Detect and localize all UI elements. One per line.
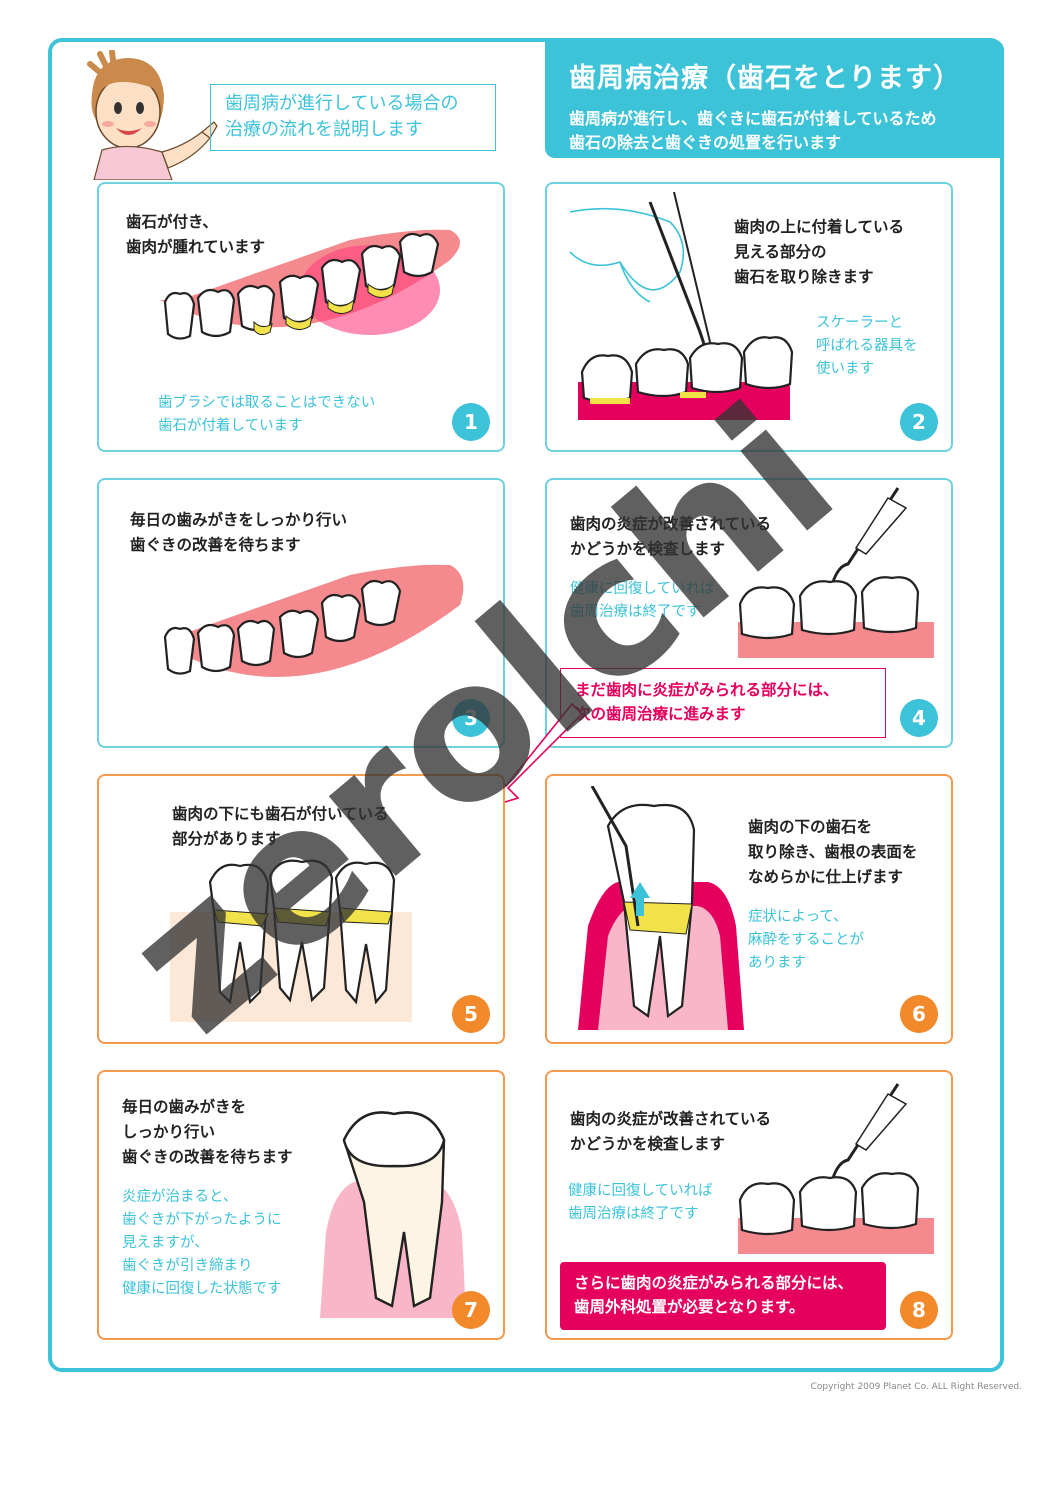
step-1-text: 歯石が付き、 歯肉が腫れています	[126, 213, 266, 256]
step-6-number: 6	[900, 995, 938, 1033]
healthy-teeth-illustration	[163, 564, 464, 677]
intro-box: 歯周病が進行している場合の 治療の流れを説明します	[210, 84, 496, 151]
step-3-number: 3	[452, 699, 490, 737]
step-6-note: 症状によって、 麻酔をすることが あります	[748, 909, 864, 971]
step-8-callout: さらに歯肉の炎症がみられる部分には、 歯周外科処置が必要となります。	[560, 1262, 886, 1330]
step-8-text: 歯肉の炎症が改善されている かどうかを検査します	[570, 1110, 772, 1153]
scaler-instrument-icon	[569, 192, 794, 420]
step-1-note: 歯ブラシでは取ることはできない 歯石が付着しています	[158, 395, 376, 434]
step-7-text: 毎日の歯みがきを しっかり行い 歯ぐきの改善を待ちます	[122, 1098, 293, 1166]
step-2-text: 歯肉の上に付着している 見える部分の 歯石を取り除きます	[734, 218, 905, 286]
subgingival-tartar-illustration	[170, 859, 412, 1022]
root-planing-illustration	[578, 786, 744, 1030]
probe-instrument-icon	[738, 487, 934, 658]
step-2-number: 2	[900, 403, 938, 441]
page-frame	[48, 38, 1004, 1372]
teeth-with-tartar-illustration	[160, 229, 460, 340]
step-1-number: 1	[452, 403, 490, 441]
step-2-note: スケーラーと 呼ばれる器具を 使います	[816, 315, 918, 377]
step-4-text: 歯肉の炎症が改善されている かどうかを検査します	[570, 515, 772, 558]
step-5-number: 5	[452, 995, 490, 1033]
intro-line1: 歯周病が進行している場合の	[225, 93, 459, 114]
nurse-avatar-icon	[87, 50, 218, 180]
step-3-text: 毎日の歯みがきをしっかり行い 歯ぐきの改善を待ちます	[130, 511, 348, 554]
header-subtitle-line1: 歯周病が進行し、歯ぐきに歯石が付着しているため	[569, 109, 937, 128]
intro-line2: 治療の流れを説明します	[225, 119, 423, 140]
step-8-number: 8	[900, 1291, 938, 1329]
step-4-note: 健康に回復していれば 歯周治療は終了です	[570, 581, 715, 620]
header-subtitle-line2: 歯石の除去と歯ぐきの処置を行います	[569, 133, 842, 152]
step-8-note: 健康に回復していれば 歯周治療は終了です	[568, 1183, 713, 1222]
copyright: Copyright 2009 Planet Co. ALL Right Rese…	[810, 1382, 1022, 1392]
tooth-icon	[320, 1111, 466, 1318]
probe-instrument-icon-2	[738, 1083, 934, 1254]
header-banner: 歯周病治療（歯石をとります） 歯周病が進行し、歯ぐきに歯石が付着しているため 歯…	[545, 40, 1004, 158]
step-7-note: 炎症が治まると、 歯ぐきが下がったように 見えますが、 歯ぐきが引き締まり 健康…	[122, 1189, 282, 1297]
up-arrow-icon	[630, 882, 650, 916]
step-6-text: 歯肉の下の歯石を 取り除き、歯根の表面を なめらかに仕上げます	[748, 818, 918, 886]
page-title: 歯周病治療（歯石をとります）	[569, 63, 961, 94]
step-7-number: 7	[452, 1291, 490, 1329]
step-4-callout: まだ歯肉に炎症がみられる部分には、 次の歯周治療に進みます	[560, 668, 886, 738]
step-5-text: 歯肉の下にも歯石が付いている 部分があります	[172, 805, 389, 848]
step-4-number: 4	[900, 699, 938, 737]
